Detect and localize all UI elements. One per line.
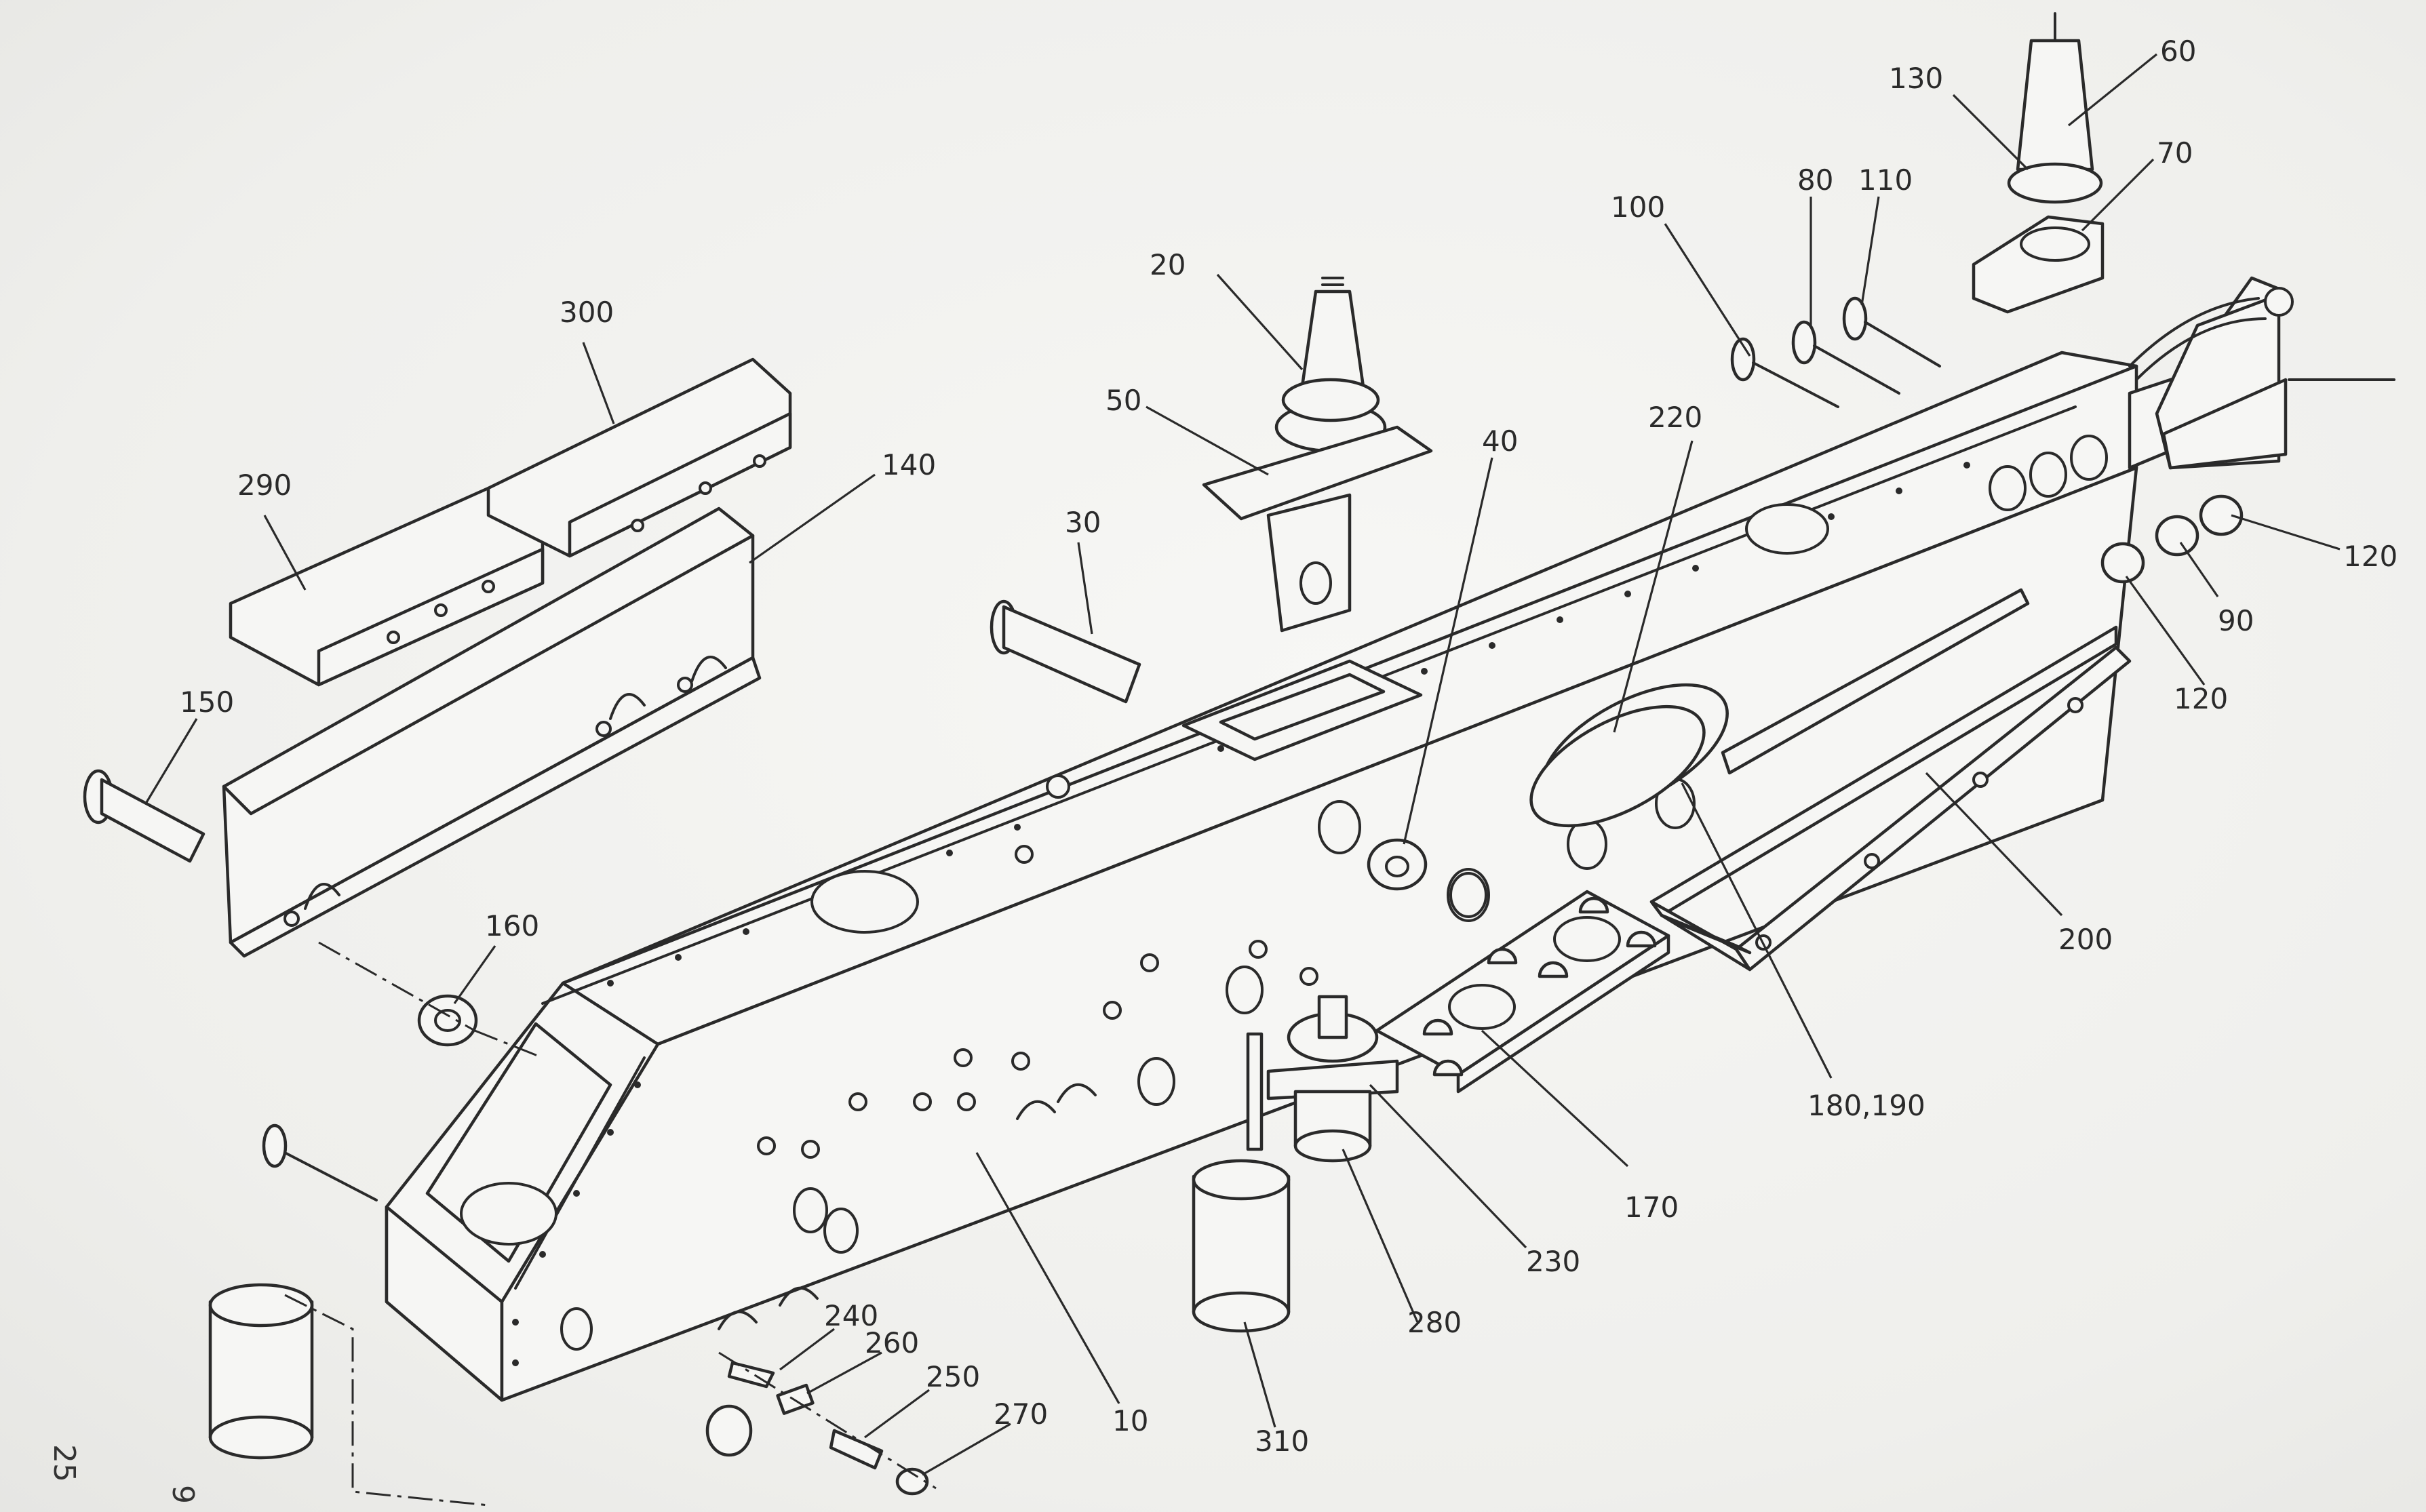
callout-130: 130 — [1889, 62, 1943, 95]
bolt-part-80 — [1791, 320, 1900, 395]
callout-280: 280 — [1407, 1306, 1462, 1339]
base-plate-part-170 — [1375, 890, 1670, 1094]
callout-200: 200 — [2058, 923, 2113, 956]
callout-20: 20 — [1150, 248, 1186, 281]
callout-150: 150 — [180, 685, 234, 719]
bolt-lower — [262, 1123, 378, 1201]
side-rail-part-200 — [1649, 588, 2132, 972]
callout-120-right: 120 — [2343, 540, 2398, 573]
coupling-part-230 — [1266, 995, 1399, 1100]
arm-cover-part-140 — [222, 506, 762, 958]
callout-180-190: 180,190 — [1807, 1089, 1925, 1122]
leader-lines — [144, 53, 2341, 1476]
rivet-row — [512, 462, 1970, 1366]
callout-90: 90 — [2218, 604, 2254, 637]
callout-40: 40 — [1482, 424, 1518, 458]
callout-100: 100 — [1611, 191, 1665, 224]
bushing-part-160 — [417, 994, 478, 1047]
callout-170: 170 — [1624, 1191, 1679, 1224]
center-line-3 — [718, 1351, 937, 1490]
callout-60: 60 — [2160, 35, 2196, 68]
sleeve-lower-left — [208, 1283, 314, 1460]
callout-250: 250 — [926, 1360, 980, 1393]
callout-80: 80 — [1797, 163, 1833, 197]
sleeve-part-310 — [1192, 1032, 1291, 1333]
cover-plate-part-220 — [1529, 683, 1729, 828]
callout-120-lower: 120 — [2174, 682, 2228, 715]
channel-cover-part-300 — [486, 357, 792, 558]
callout-10: 10 — [1112, 1404, 1148, 1437]
callout-220: 220 — [1648, 401, 1702, 434]
center-line-2 — [284, 1294, 489, 1507]
callout-240: 240 — [824, 1299, 878, 1332]
washer-part-120b — [2100, 542, 2145, 584]
callout-160: 160 — [485, 909, 539, 942]
ring-part-40 — [1367, 838, 1487, 918]
spindle-part-60 — [2007, 12, 2103, 204]
bolt-part-30 — [990, 599, 1141, 704]
callout-30: 30 — [1065, 506, 1101, 539]
bolt-part-110 — [1842, 296, 1941, 367]
nut-part-270 — [895, 1467, 929, 1496]
clamp-part-70 — [1972, 215, 2105, 314]
washer-part-90 — [2155, 515, 2199, 557]
main-arm-body-part-10 — [385, 276, 2395, 1402]
bolt-part-100 — [1730, 337, 1839, 408]
callout-110: 110 — [1858, 163, 1913, 197]
callout-290: 290 — [237, 469, 292, 502]
margin-mark-page: 25 — [47, 1444, 81, 1482]
washer-part-120a — [2199, 494, 2244, 536]
callout-310: 310 — [1255, 1425, 1309, 1458]
callout-labels: 10 20 30 40 50 60 70 80 90 100 110 120 1… — [180, 35, 2398, 1458]
spindle-part-20 — [1274, 277, 1387, 453]
bolt-part-150 — [83, 769, 206, 863]
margin-mark-side: 9 — [165, 1485, 200, 1504]
callout-70: 70 — [2157, 136, 2193, 170]
flange-plate-part-50 — [1202, 425, 1433, 633]
callout-50: 50 — [1106, 384, 1141, 417]
nut-loose — [705, 1404, 753, 1457]
nut-part-280 — [1293, 1090, 1372, 1163]
callout-260: 260 — [865, 1326, 919, 1359]
callout-140: 140 — [882, 448, 936, 481]
center-line-1 — [318, 941, 543, 1059]
callout-230: 230 — [1526, 1245, 1580, 1278]
callout-270: 270 — [994, 1397, 1048, 1431]
callout-300: 300 — [560, 296, 614, 329]
